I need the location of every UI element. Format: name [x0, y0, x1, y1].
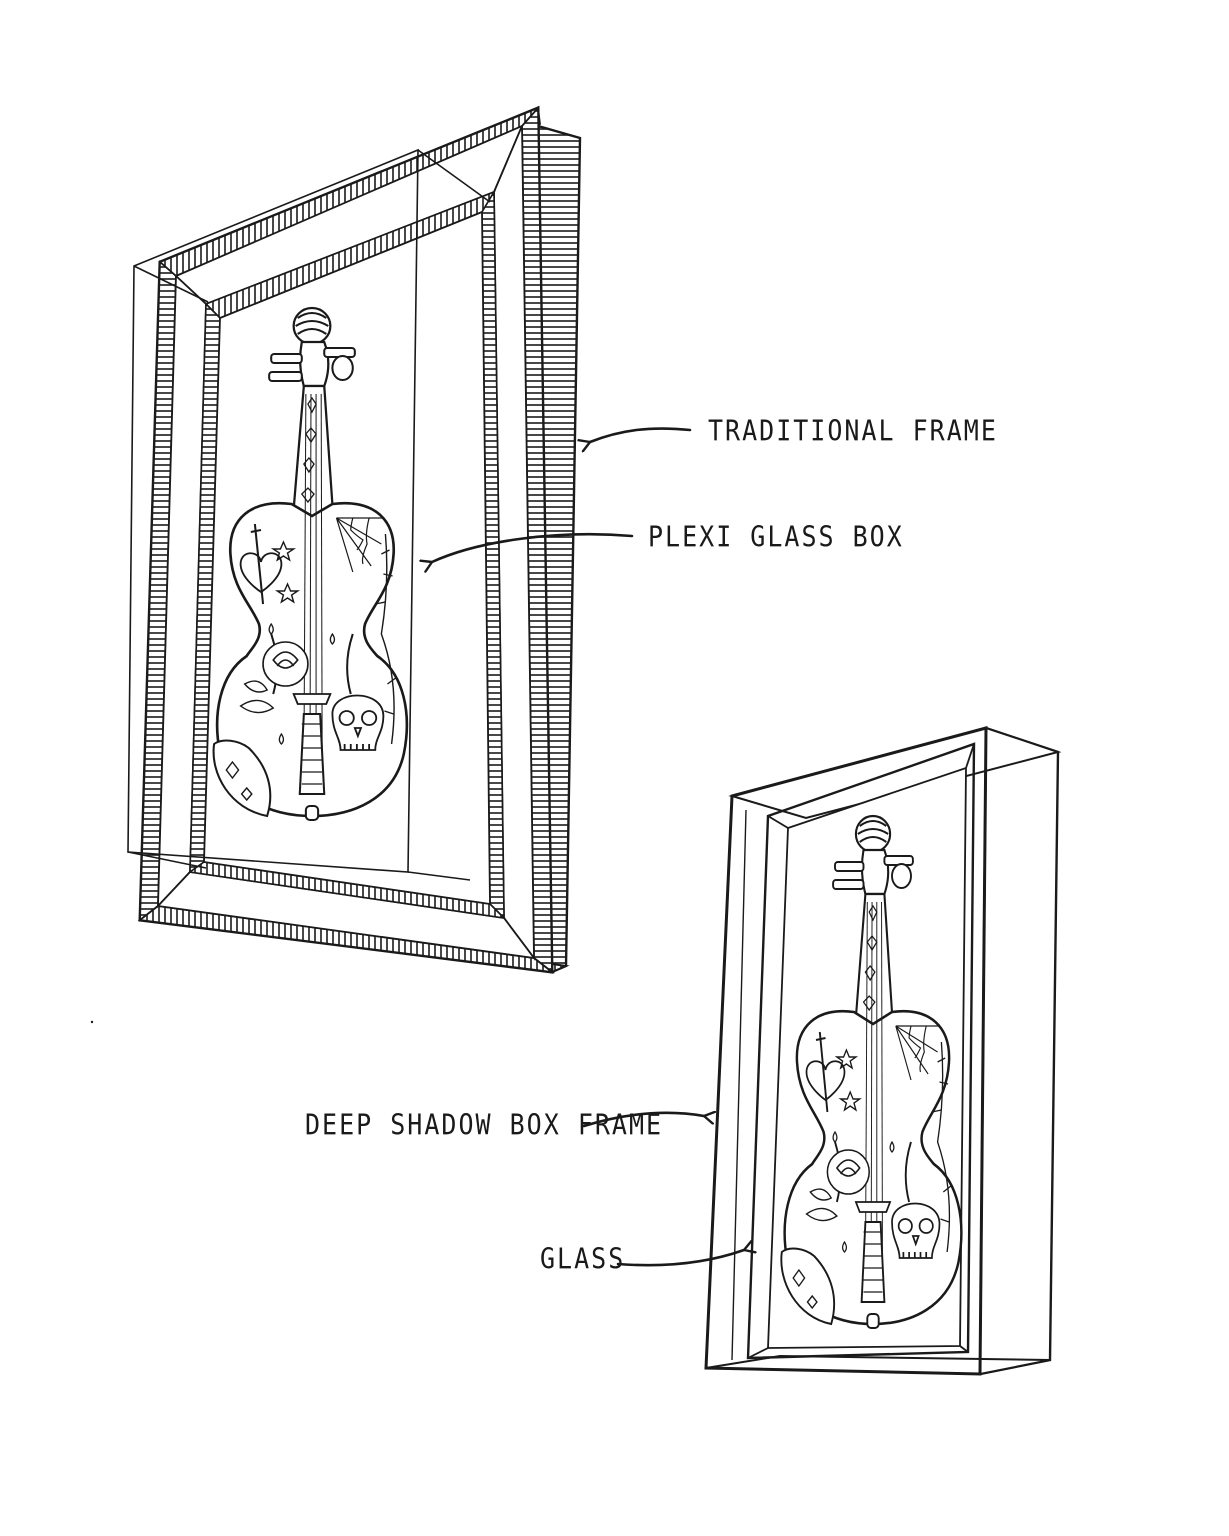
label-glass: GLASS — [540, 1242, 626, 1276]
arrow-icon — [616, 1250, 744, 1267]
arrow-icon — [582, 1113, 704, 1128]
arrow-icon — [432, 532, 634, 562]
annotation-arrows — [432, 427, 744, 1267]
label-traditional-frame: TRADITIONAL FRAME — [708, 414, 998, 448]
label-plexi-glass-box: PLEXI GLASS BOX — [648, 520, 904, 554]
label-deep-shadow-box-frame: DEEP SHADOW BOX FRAME — [305, 1108, 664, 1142]
arrow-icon — [590, 427, 692, 443]
plexi-glass-box — [127, 148, 491, 881]
